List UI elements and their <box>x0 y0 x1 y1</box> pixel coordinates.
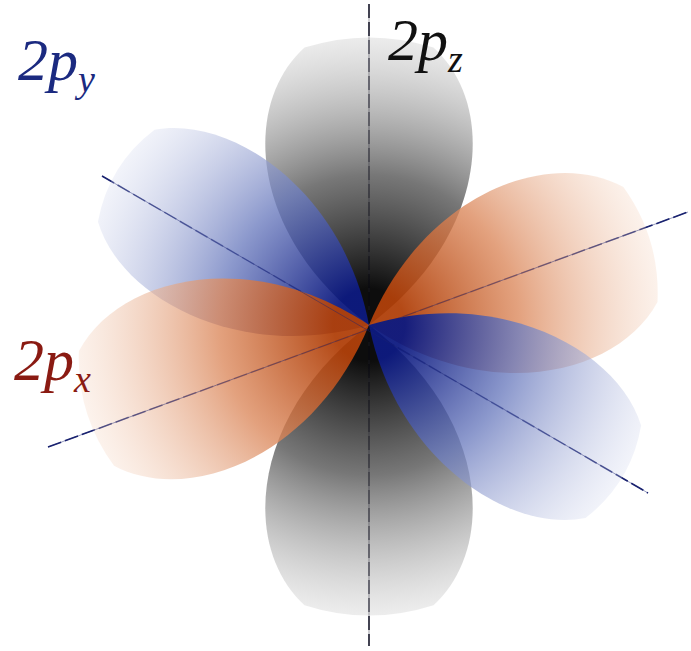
axis-line <box>48 212 688 447</box>
axis-line <box>369 4 370 646</box>
orbital-lobe <box>324 251 667 552</box>
orbital-label: 2px <box>14 330 91 390</box>
axis-line <box>102 176 648 493</box>
orbital-lobe <box>58 233 397 504</box>
orbital-label: 2py <box>18 30 95 90</box>
orbital-label: 2pz <box>388 10 463 70</box>
